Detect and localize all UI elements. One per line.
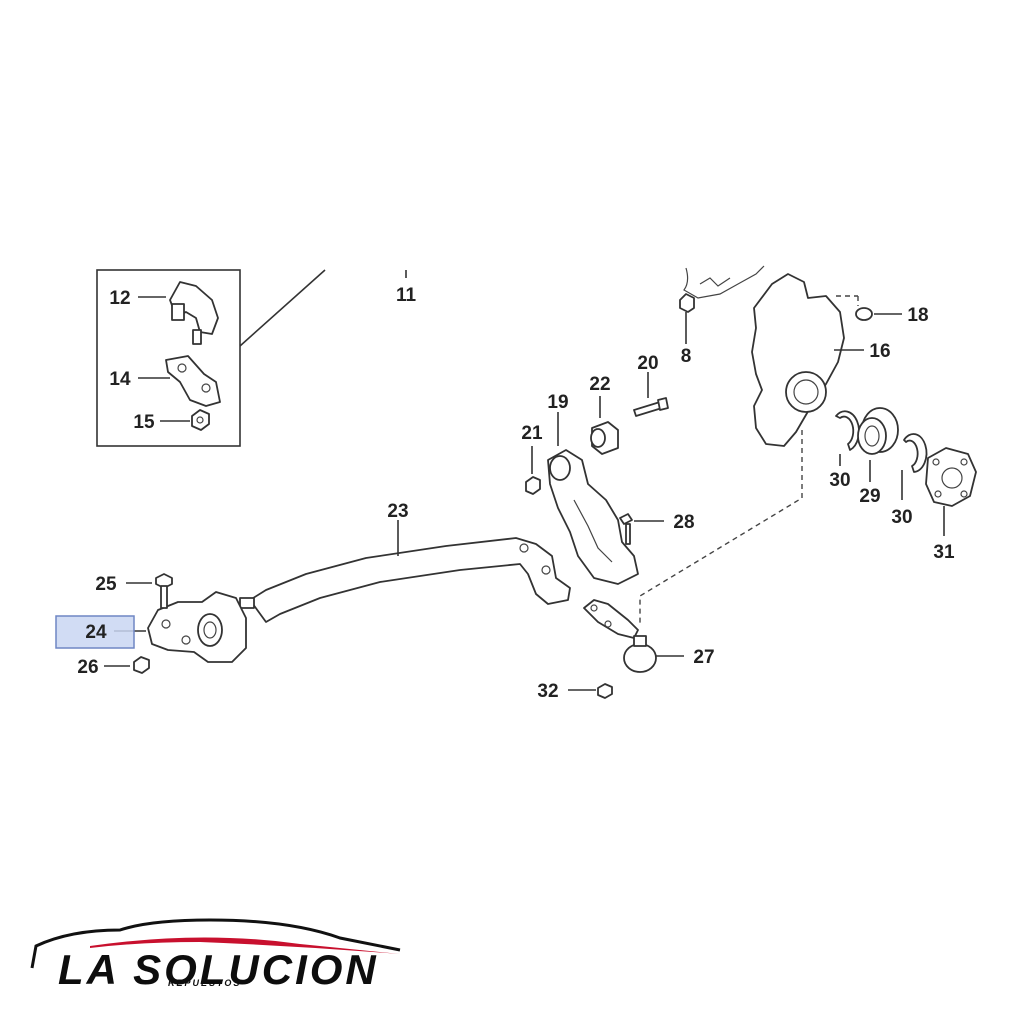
wheel-hub-31 [925, 447, 977, 536]
bushing-22 [590, 396, 619, 455]
callout-18: 18 [907, 305, 928, 326]
callout-14: 14 [109, 369, 131, 390]
bolt-20 [633, 372, 669, 417]
callout-30-left: 30 [829, 470, 850, 491]
callout-30-right: 30 [891, 507, 912, 528]
ball-joint-27 [583, 599, 684, 673]
nut-8 [679, 293, 695, 344]
steering-knuckle-16 [751, 273, 864, 447]
callout-25: 25 [95, 574, 117, 595]
control-arm-19 [547, 412, 639, 585]
circlip-30-right [901, 433, 928, 500]
subframe-fragment [405, 265, 765, 299]
callout-15: 15 [133, 412, 155, 433]
brand-name: LA SOLUCION [58, 946, 379, 993]
callout-12: 12 [109, 288, 130, 309]
circlip-30-left [835, 410, 860, 466]
nut-32 [568, 683, 613, 699]
callout-22: 22 [589, 374, 610, 395]
nut-21 [525, 446, 541, 495]
callout-16: 16 [869, 341, 890, 362]
callout-21: 21 [521, 423, 543, 444]
logo-swoosh [90, 937, 400, 954]
nut-26 [104, 656, 150, 674]
cap-18 [855, 307, 902, 321]
callout-32: 32 [537, 681, 558, 702]
inset-detail-box [96, 269, 326, 447]
callout-23: 23 [387, 501, 408, 522]
wheel-bearing-29 [857, 407, 899, 482]
bolt-25 [126, 573, 173, 609]
callout-26: 26 [77, 657, 98, 678]
highlight-box-24 [55, 615, 135, 649]
callout-8: 8 [681, 346, 692, 367]
callout-11: 11 [396, 285, 417, 306]
callout-29: 29 [859, 486, 880, 507]
callout-27: 27 [693, 647, 714, 668]
bolt-28 [619, 513, 664, 545]
assembly-guide-line [639, 430, 803, 626]
brand-logo: LA SOLUCION REPUESTOS [30, 918, 401, 993]
callout-28: 28 [673, 512, 694, 533]
callout-20: 20 [637, 353, 658, 374]
logo-car-silhouette [30, 918, 401, 969]
stabilizer-bar-23 [239, 520, 571, 623]
brand-tagline: REPUESTOS [168, 978, 241, 988]
stabilizer-bracket-24 [147, 591, 247, 663]
callout-24: 24 [85, 622, 107, 643]
callout-31: 31 [933, 542, 955, 563]
callout-19: 19 [547, 392, 568, 413]
